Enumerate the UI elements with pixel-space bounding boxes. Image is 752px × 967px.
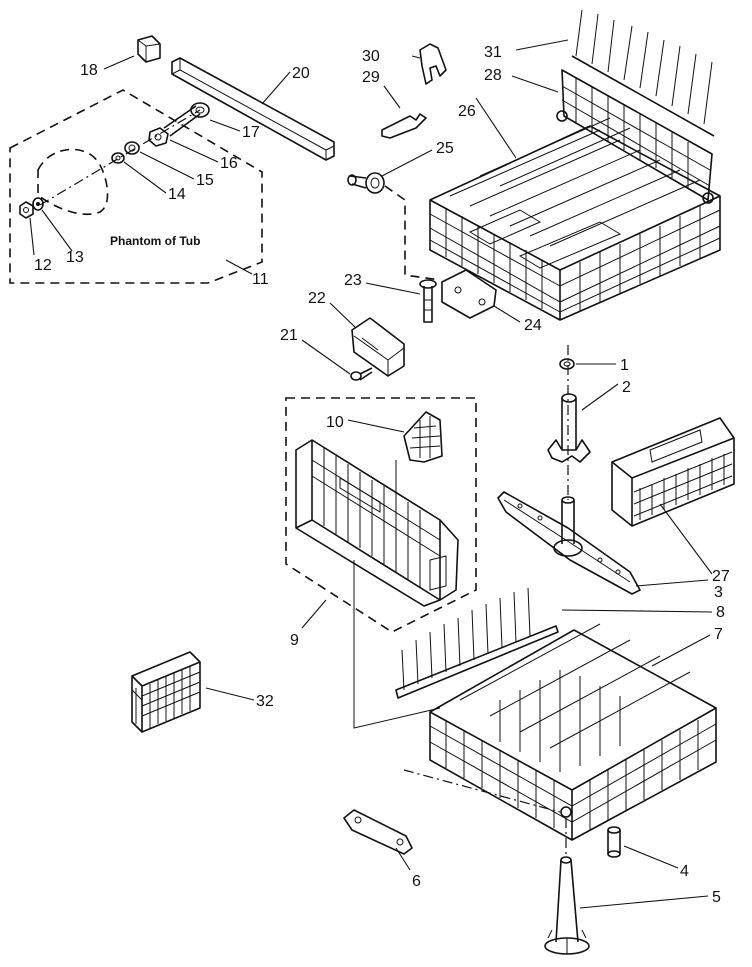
part-14-washer — [111, 152, 125, 164]
leader-lines — [29, 39, 713, 909]
callout-22: 22 — [308, 290, 326, 307]
callout-25: 25 — [436, 140, 454, 157]
part-2-spray-tube — [547, 393, 591, 463]
part-30-clip — [419, 43, 447, 85]
part-31-tine-row — [571, 9, 715, 137]
cutlery-basket-group-outline — [285, 397, 477, 633]
part-9-cutlery-basket — [295, 439, 459, 607]
callout-26: 26 — [458, 103, 476, 120]
callout-30: 30 — [362, 48, 380, 65]
part-3-spray-arm — [497, 491, 641, 595]
callout-29: 29 — [362, 69, 380, 86]
part-24-adjuster-housing — [441, 269, 497, 319]
callout-1: 1 — [620, 357, 629, 374]
part-27-silverware-basket — [611, 417, 735, 527]
callout-31: 31 — [484, 44, 502, 61]
callout-17: 17 — [242, 124, 260, 141]
part-5-lower-spray-tower — [544, 856, 590, 955]
callout-32: 32 — [256, 693, 274, 710]
part-20-rack-track — [171, 57, 335, 161]
part-29-rack-stop — [381, 113, 427, 139]
part-18-end-cap — [137, 35, 161, 63]
part-15-spacer — [124, 141, 140, 155]
callout-27: 27 — [712, 568, 730, 585]
callout-20: 20 — [292, 65, 310, 82]
callout-23: 23 — [344, 272, 362, 289]
callout-24: 24 — [524, 317, 542, 334]
tub-phantom-group — [9, 89, 263, 284]
part-26-upper-rack — [429, 117, 721, 321]
callout-11: 11 — [252, 271, 269, 288]
part-32-cutlery-basket — [131, 651, 201, 733]
callout-10: 10 — [326, 414, 344, 431]
part-6-retainer — [343, 809, 413, 855]
part-23-pin — [419, 279, 437, 323]
part-4-bushing — [607, 826, 621, 858]
callout-18: 18 — [80, 62, 98, 79]
callout-7: 7 — [714, 626, 723, 643]
callout-2: 2 — [622, 379, 631, 396]
callout-6: 6 — [412, 873, 421, 890]
part-22-adjuster-cover — [351, 317, 405, 377]
phantom-of-tub-label: Phantom of Tub — [110, 234, 200, 248]
callout-15: 15 — [196, 172, 214, 189]
callout-21: 21 — [280, 327, 298, 344]
part-13-washer — [32, 197, 44, 211]
part-10-basket-cover — [403, 411, 443, 463]
part-8-tine-row — [395, 587, 559, 699]
part-17-stud — [163, 102, 210, 137]
callout-13: 13 — [66, 249, 84, 266]
callout-3: 3 — [714, 584, 723, 601]
callout-12: 12 — [34, 257, 52, 274]
callout-4: 4 — [680, 863, 689, 880]
part-7-lower-rack — [429, 623, 717, 841]
part-1-seal-ring — [559, 358, 575, 370]
callout-14: 14 — [168, 186, 186, 203]
leader-basket-outline — [353, 460, 441, 729]
part-28-fold-down-tine-row — [556, 69, 714, 204]
callout-5: 5 — [712, 889, 721, 906]
callout-9: 9 — [290, 632, 299, 649]
callout-28: 28 — [484, 67, 502, 84]
part-21-screw — [350, 367, 373, 381]
part-12-nut — [19, 201, 34, 219]
part-25-roller — [347, 172, 385, 194]
callout-8: 8 — [716, 604, 725, 621]
callout-16: 16 — [220, 155, 238, 172]
